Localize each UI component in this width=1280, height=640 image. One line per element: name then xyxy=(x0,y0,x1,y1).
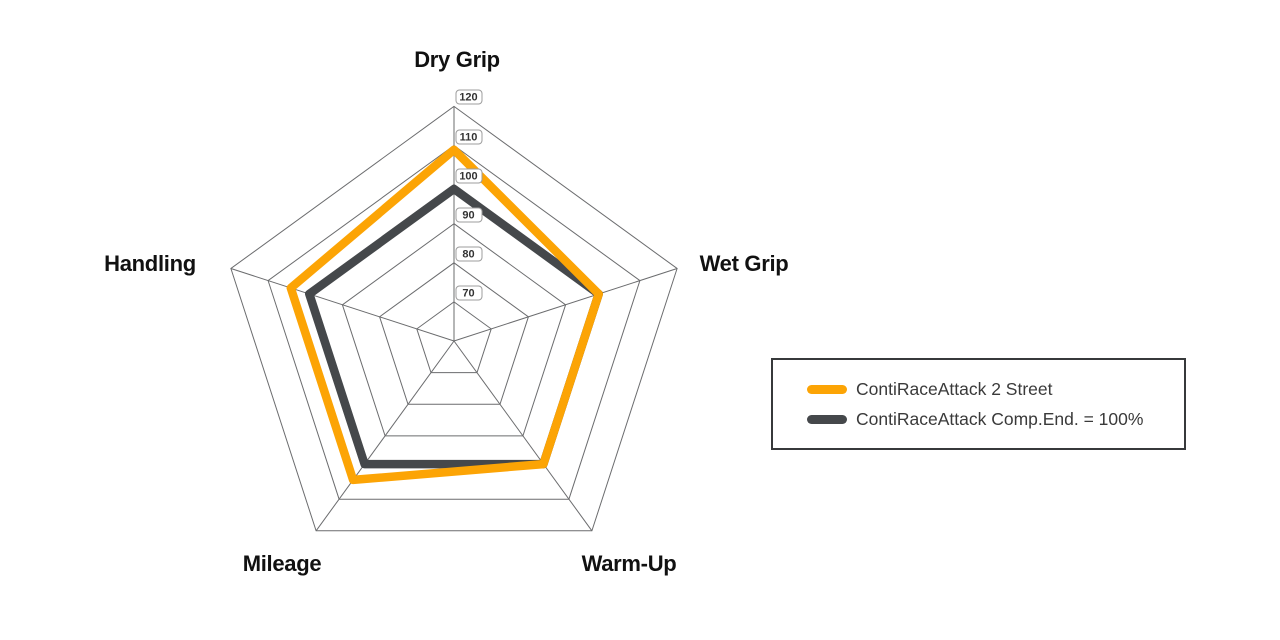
legend-swatch-orange xyxy=(807,384,847,394)
tick-label-100: 100 xyxy=(455,168,482,184)
axis-spoke xyxy=(230,268,455,342)
grid-ring-70 xyxy=(416,301,492,374)
legend-swatch-gray xyxy=(807,414,847,424)
axis-label-dry-grip: Dry Grip xyxy=(414,47,500,72)
tick-label-90: 90 xyxy=(455,207,482,223)
grid-ring-90 xyxy=(341,223,567,437)
legend-item-baseline: ContiRaceAttack Comp.End. = 100% xyxy=(807,409,1184,430)
axis-label-warm-up: Warm-Up xyxy=(581,551,677,576)
axis-spoke xyxy=(315,340,455,532)
legend-box: ContiRaceAttack 2 Street ContiRaceAttack… xyxy=(771,358,1186,450)
tick-label-120: 120 xyxy=(455,89,482,105)
series-line-baseline xyxy=(305,184,603,469)
series-line-street xyxy=(286,145,603,485)
axis-spoke xyxy=(453,340,593,532)
tick-label-110: 110 xyxy=(455,129,482,144)
legend-item-street: ContiRaceAttack 2 Street xyxy=(807,379,1184,400)
legend-label-street: ContiRaceAttack 2 Street xyxy=(856,378,1053,399)
axis-label-handling: Handling xyxy=(104,251,196,276)
legend-label-baseline: ContiRaceAttack Comp.End. = 100% xyxy=(856,408,1144,429)
axis-label-wet-grip: Wet Grip xyxy=(699,251,789,276)
grid-ring-120 xyxy=(230,105,678,532)
tick-label-70: 70 xyxy=(455,285,482,301)
tick-label-80: 80 xyxy=(455,246,482,262)
axis-spoke xyxy=(453,268,678,342)
grid-ring-80 xyxy=(379,262,529,405)
axis-label-mileage: Mileage xyxy=(242,551,322,576)
grid-ring-110 xyxy=(267,144,641,500)
